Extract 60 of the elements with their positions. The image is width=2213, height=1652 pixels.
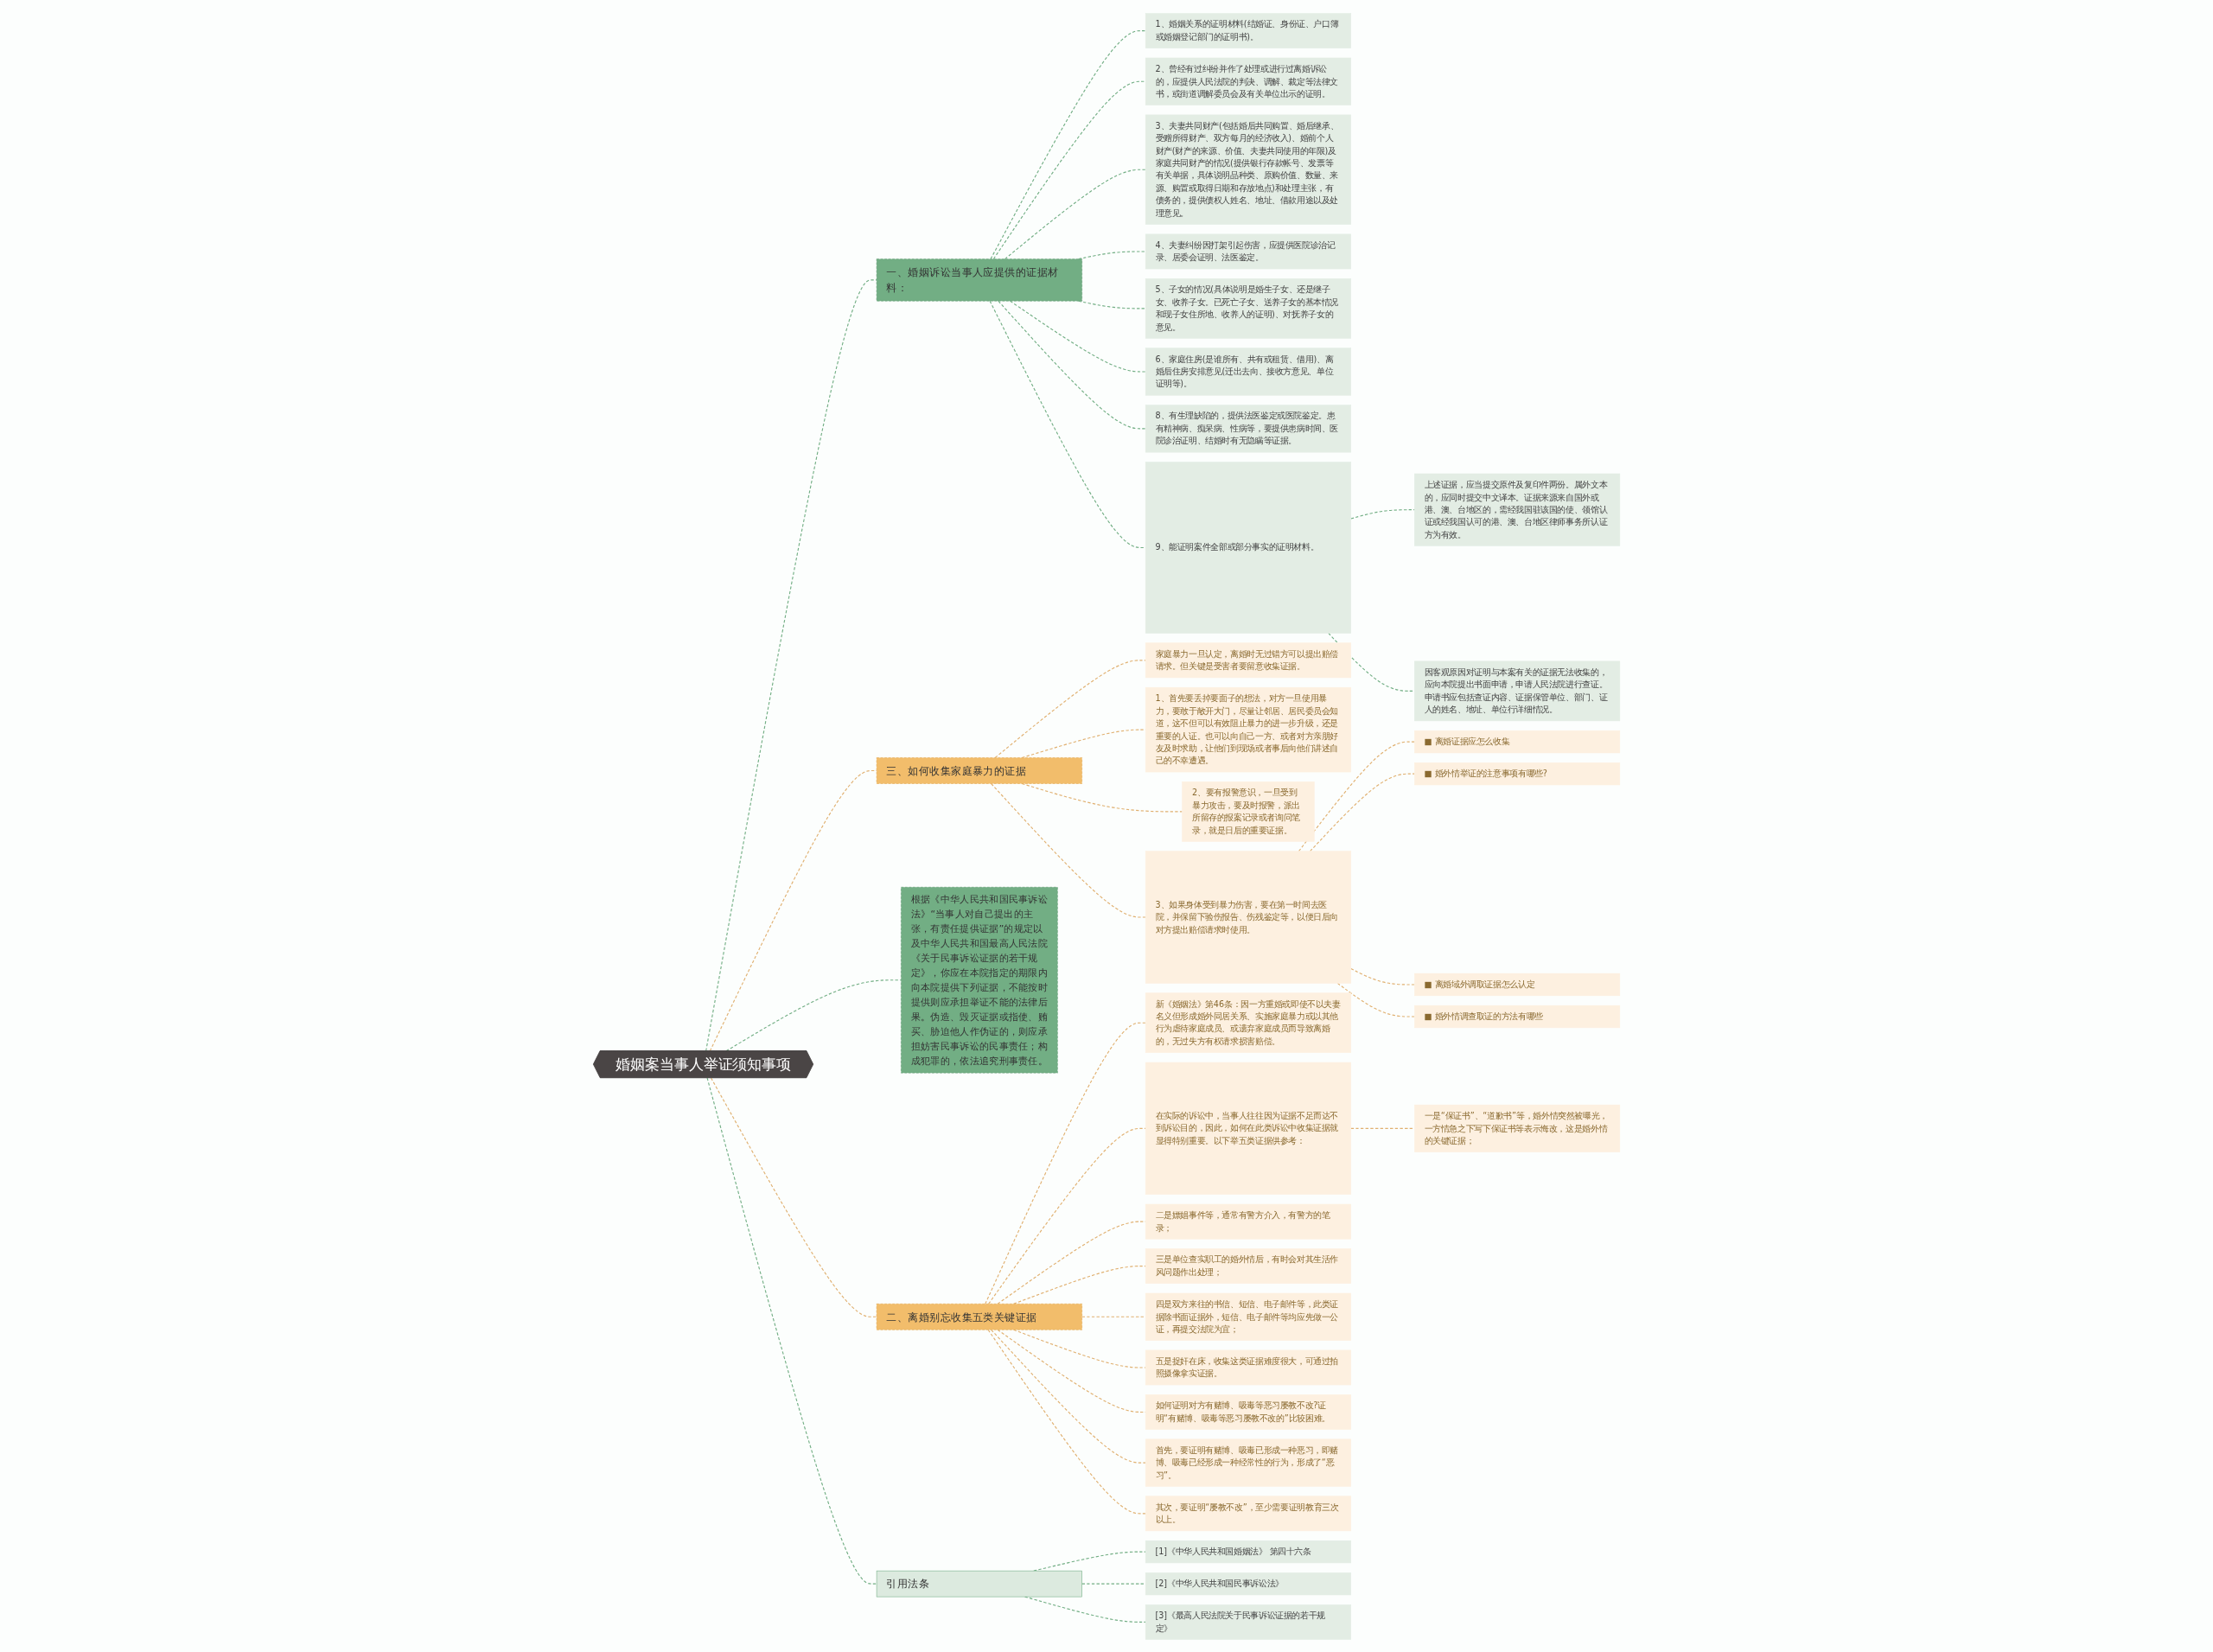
node-box: 如何证明对方有赌博、吸毒等恶习屡教不改?证明“有赌博、吸毒等恶习屡教不改的”比较困难。	[1145, 1394, 1351, 1430]
node-box: [3]《最高人民法院关于民事诉讼证据的若干规定》	[1145, 1604, 1351, 1640]
node-box: 2、曾经有过纠纷并作了处理或进行过离婚诉讼的，应提供人民法院的判决、调解、裁定等法律文书，或街道调解委员会及有关单位出示的证明。	[1145, 57, 1351, 105]
connector	[1081, 1316, 1146, 1317]
connector	[1009, 300, 1146, 373]
node-box: 一、婚姻诉讼当事人应提供的证据材料：	[876, 258, 1082, 302]
connector	[994, 659, 1146, 758]
node-box: 根据《中华人民共和国民事诉讼法》“当事人对自己提出的主张，有责任提供证据”的规定以及中华人民共和国最高人民法院《关于民事诉讼证据的若干规定》，你应在本院指定的期限内向本院提供下列证据，不能按时提供则应承担举证不能的法律后果。伪造、毁灭证据或指使、贿买、胁迫他人作伪证的，则应承担妨害民事诉讼的民事责任；构成犯罪的，依法追究刑事责任。	[900, 886, 1058, 1073]
node-box: 三是单位查实职工的婚外情后，有时会对其生活作风问题作出处理；	[1145, 1247, 1351, 1284]
node-box: 二、离婚别忘收集五类关键证据	[876, 1303, 1082, 1330]
node-box: ■ 离婚证据应怎么收集	[1413, 730, 1620, 753]
connector	[1309, 773, 1415, 852]
node-box: 3、如果身体受到暴力伤害，要在第一时间去医院，并保留下验伤报告、伤残鉴定等，以便日后向对方提出赔偿请求时使用。	[1145, 850, 1351, 984]
node-box: 3、夫妻共同财产(包括婚后共同购置、婚后继承、受赠所得财产、双方每月的经济收入)、婚前个人财产(财产的来源、价值、夫妻共同使用的年限)及家庭共同财产的情况(提供银行存款帐号、发票等有关单据，具体说明品种类、原购价值、数量、来源、购置或取得日期和存放地点)和处理主张，有债务的，提供债权人姓名、地址、借款用途以及处理意见。	[1145, 114, 1351, 225]
node-box: ■ 婚外情调查取证的方法有哪些	[1413, 1005, 1620, 1028]
connector	[709, 769, 877, 1051]
connector	[990, 29, 1146, 259]
node-box: 二是嫖娼事件等，通常有警方介入，有警方的笔录；	[1145, 1203, 1351, 1239]
connector	[1328, 632, 1415, 692]
node-box: 6、家庭住房(是谁所有、共有或租赁、借用)、离婚后住房安排意见(迁出去向、接收方意见、单位证明等)。	[1145, 347, 1351, 396]
connector	[1298, 741, 1415, 852]
node-box: 首先，要证明有赌博、吸毒已形成一种恶习，即赌博、吸毒已经形成一种经常性的行为，形成了“恶习”。	[1145, 1438, 1351, 1487]
node-box: 四是双方来往的书信、短信、电子邮件等，此类证据除书面证据外，短信、电子邮件等均应先做一公证，再提交法院为宜；	[1145, 1292, 1351, 1341]
connector	[710, 1076, 877, 1317]
connector	[998, 300, 1146, 429]
node-box: ■ 离婚域外调取证据怎么认定	[1413, 973, 1620, 996]
connector	[997, 1329, 1146, 1413]
connector	[705, 278, 877, 1051]
connector	[990, 782, 1146, 918]
node-box: 其次，要证明“屡教不改”，至少需要证明教育三次以上。	[1145, 1495, 1351, 1531]
node-box: 4、夫妻纠纷因打架引起伤害，应提供医院诊治记录、居委会证明、法医鉴定。	[1145, 233, 1351, 269]
connector	[992, 80, 1146, 259]
connector	[1350, 1127, 1415, 1129]
node-box: 8、有生理缺陷的，提供法医鉴定或医院鉴定。患有精神病、痴呆病、性病等，要提供患病时间、医院诊治证明、结婚时有无隐瞒等证据。	[1145, 404, 1351, 452]
connector	[1004, 169, 1146, 259]
node-box: 1、首先要丢掉要面子的想法，对方一旦使用暴力，要敢于敞开大门，尽量让邻居、居民委员会知道，这不但可以有效阻止暴力的进一步升级，还是重要的人证。也可以向自己一方、或者对方亲朋好友及时求助，让他们到现场或者事后向他们讲述自己的不幸遭遇。	[1145, 686, 1351, 772]
connector	[989, 300, 1146, 548]
node-box: 三、如何收集家庭暴力的证据	[876, 756, 1082, 784]
node-box: 引用法条	[876, 1570, 1082, 1597]
node-box: ■ 婚外情举证的注意事项有哪些?	[1413, 762, 1620, 785]
node-box: 9、能证明案件全部或部分事实的证明材料。	[1145, 461, 1351, 634]
connector	[987, 1127, 1146, 1304]
node-box: [1]《中华人民共和国婚姻法》 第四十六条	[1145, 1540, 1351, 1563]
node-box: 一是“保证书”、“道歉书”等，婚外情突然被曝光，一方情急之下写下保证书等表示悔改，这是婚外情的关键证据；	[1413, 1104, 1620, 1152]
connector	[987, 1329, 1146, 1514]
node-box: 上述证据，应当提交原件及复印件两份。属外文本的，应同时提交中文译本。证据来源来自国外或港、澳、台地区的，需经我国驻该国的使、领馆认证或经我国认可的港、澳、台地区律师事务所认证方为有效。	[1413, 473, 1620, 546]
node-box: 1、婚姻关系的证明材料(结婚证、身份证、户口簿或婚姻登记部门的证明书)。	[1145, 12, 1351, 48]
connector	[1350, 967, 1415, 985]
node-box: 因客观原因对证明与本案有关的证据无法收集的，应向本院提出书面申请，申请人民法院进行查证。申请书应包括查证内容、证据保管单位、部门、证人的姓名、地址、单位行详细情况。	[1413, 660, 1620, 721]
node-box: 5、子女的情况(具体说明是婚生子女、还是继子女、收养子女。已死亡子女、送养子女的基本情况和现子女住所地、收养人的证明)、对抚养子女的意见。	[1145, 277, 1351, 339]
node-box: 在实际的诉讼中，当事人往往因为证据不足而达不到诉讼目的，因此，如何在此类诉讼中收集证据就显得特别重要。以下举五类证据供参考：	[1145, 1062, 1351, 1195]
node-box: 五是捉奸在床，收集这类证据难度很大，可通过拍照摄像拿实证据。	[1145, 1349, 1351, 1385]
node-box: [2]《中华人民共和国民事诉讼法》	[1145, 1572, 1351, 1595]
connector	[706, 1076, 877, 1585]
node-box: 家庭暴力一旦认定，离婚时无过错方可以提出赔偿请求。但关键是受害者要留意收集证据。	[1145, 641, 1351, 678]
connector	[985, 1022, 1146, 1304]
connector	[990, 1329, 1146, 1464]
node-box: 2、要有报警意识，一旦受到暴力攻击，要及时报警，派出所留存的报案记录或者询问笔录，就是日后的重要证据。	[1182, 781, 1315, 842]
connector	[1081, 1583, 1146, 1585]
node-box: 新《婚姻法》第46条：因一方重婚或即使不以夫妻名义但形成婚外同居关系、实施家庭暴力或以其他行为虐待家庭成员、或遗弃家庭成员而导致离婚的，无过失方有权请求损害赔偿。	[1145, 992, 1351, 1053]
